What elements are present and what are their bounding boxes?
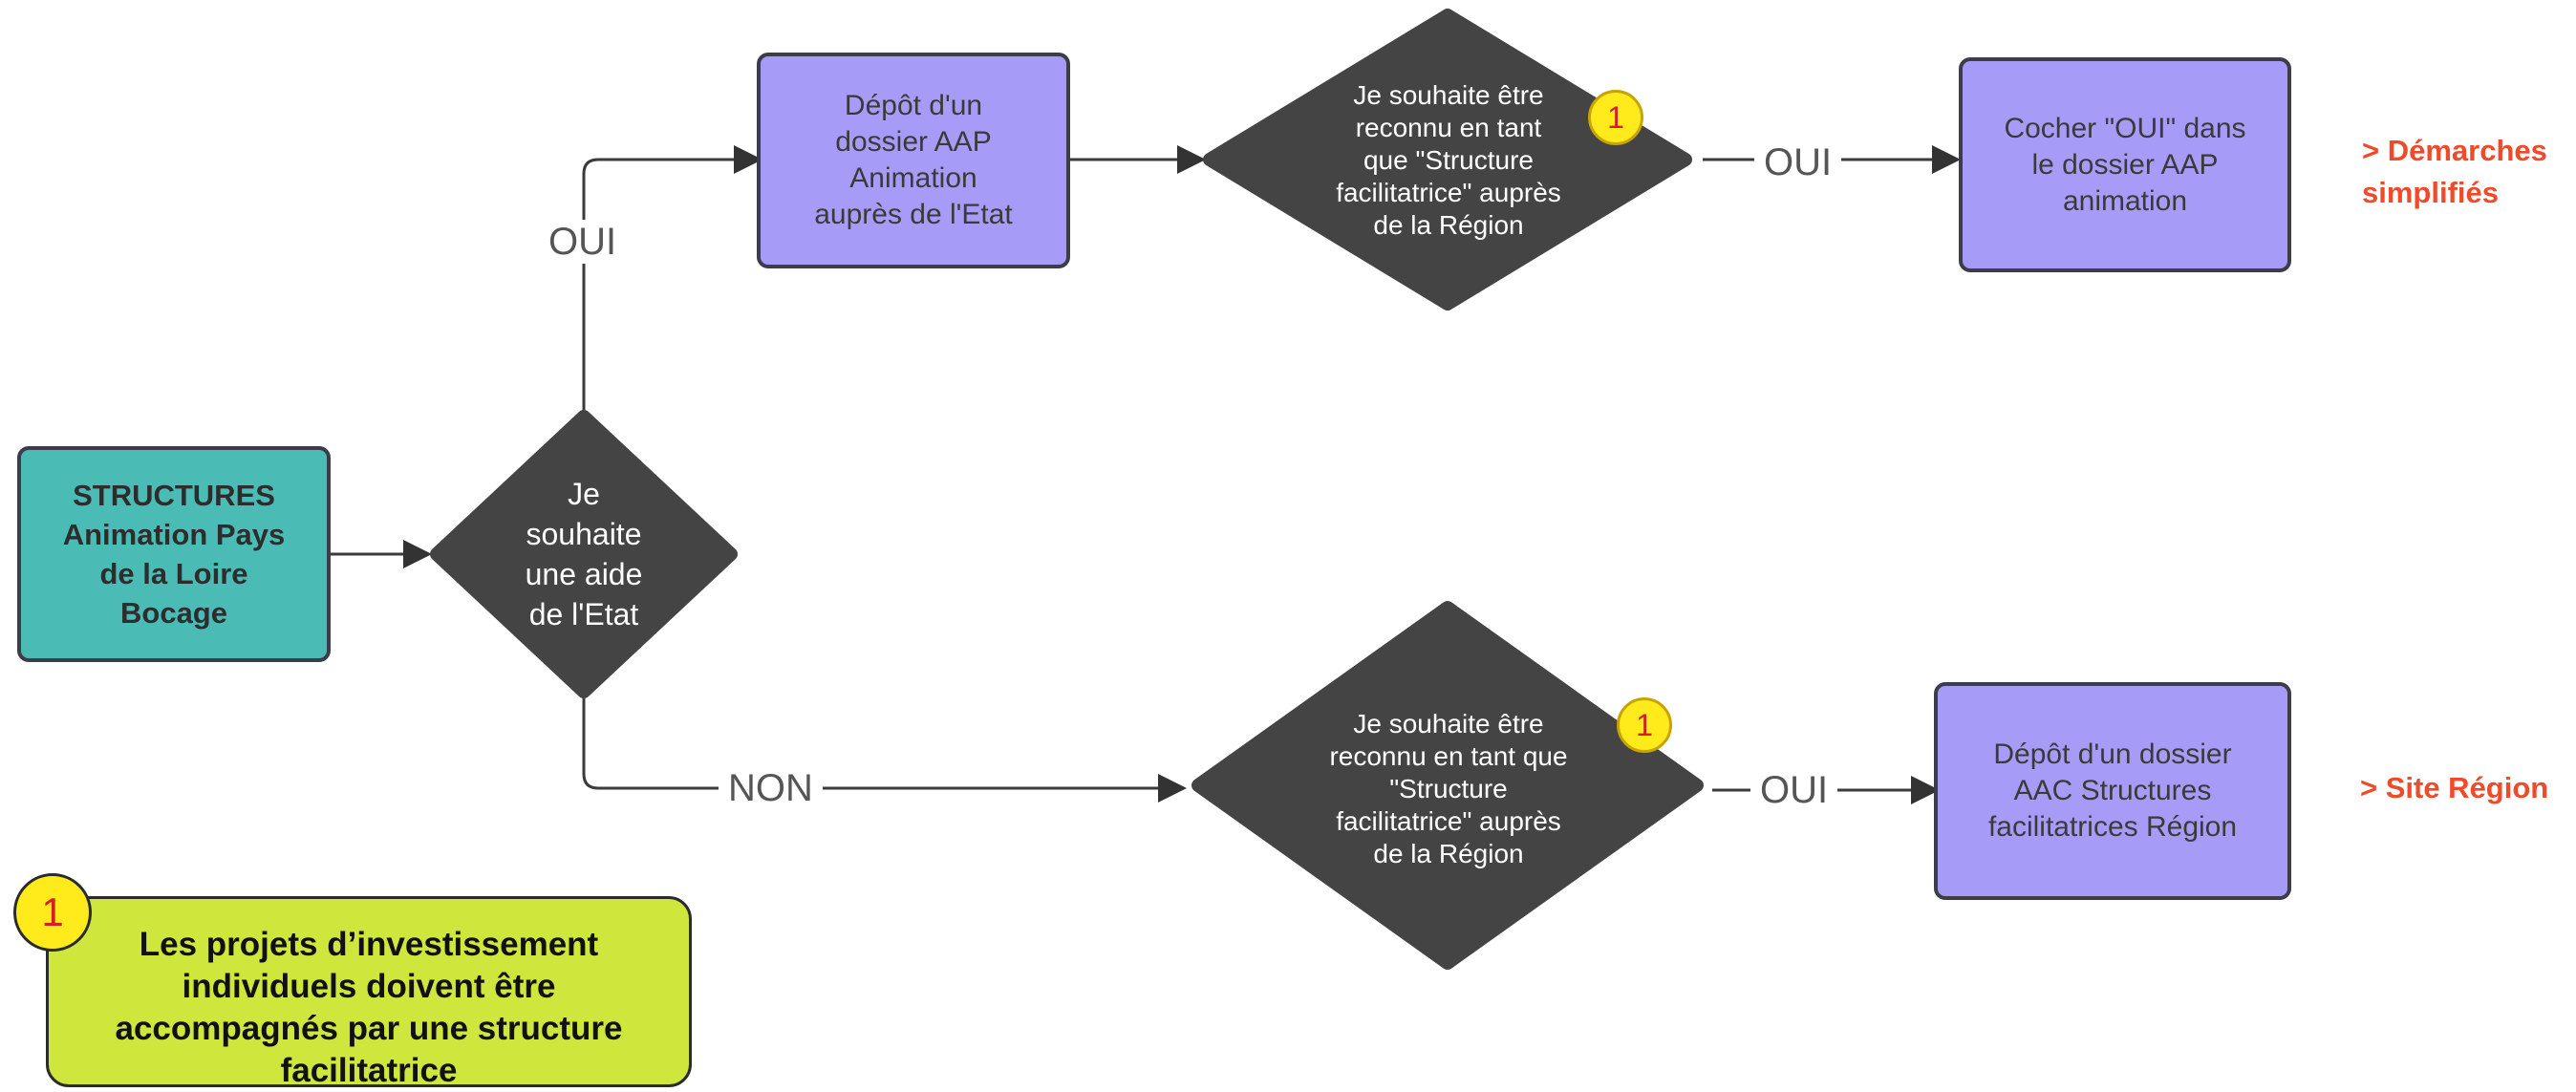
edge-label-non: NON	[719, 766, 823, 810]
decision-reconnu-bottom-text: Je souhaite être reconnu en tant que "St…	[1329, 708, 1568, 868]
footnote-box: Les projets d’investissement individuels…	[46, 896, 692, 1089]
structures-box: STRUCTURES Animation Pays de la Loire Bo…	[17, 446, 331, 662]
decision-reconnu-top-text: Je souhaite être reconnu en tant que "St…	[1336, 79, 1561, 240]
depot-aap-box: Dépôt d'un dossier AAP Animation auprès …	[757, 53, 1070, 268]
decision-aide-etat-text: Je souhaite une aide de l'Etat	[525, 477, 643, 632]
edge-label-oui-up: OUI	[539, 220, 627, 264]
cocher-oui-box: Cocher "OUI" dans le dossier AAP animati…	[1959, 57, 2291, 272]
link-site-region[interactable]: > Site Région	[2360, 771, 2549, 804]
arrow-decision-oui-to-depot-aap	[582, 145, 762, 413]
link-demarches-simplifies[interactable]: > Démarches simplifiés	[2362, 134, 2547, 209]
decision-reconnu-bottom-shape	[1191, 601, 1704, 970]
footnote-badge-bottom: 1	[1617, 697, 1672, 753]
edge-label-oui-top-right: OUI	[1754, 140, 1842, 184]
arrow-decision-non-to-bottom-decision	[582, 696, 1187, 803]
decision-shapes	[430, 9, 1704, 970]
decision-aide-etat-shape	[430, 410, 738, 698]
edge-label-oui-bottom-right: OUI	[1750, 768, 1838, 812]
depot-aac-box: Dépôt d'un dossier AAC Structures facili…	[1934, 682, 2291, 900]
footnote-badge-top: 1	[1588, 90, 1643, 145]
footnote-number-badge: 1	[13, 873, 92, 952]
